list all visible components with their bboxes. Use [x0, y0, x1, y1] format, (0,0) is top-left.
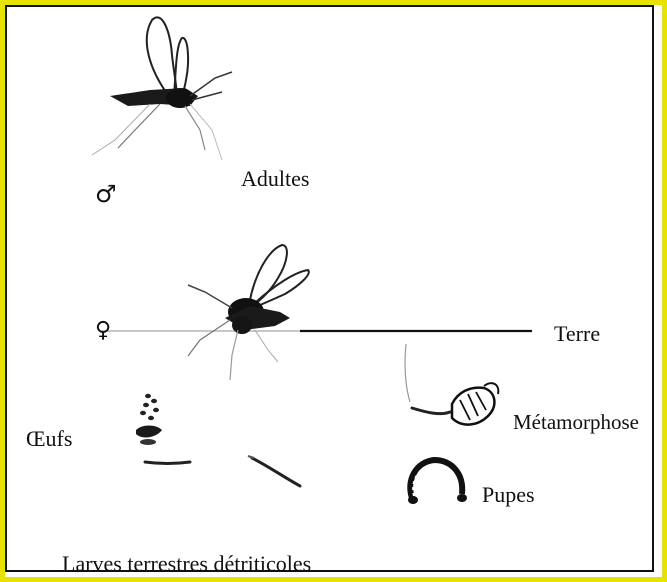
adults-label: Adultes — [241, 168, 309, 190]
larvae-icon — [145, 456, 300, 486]
eggs-cluster-icon — [136, 394, 162, 445]
larvae-label: Larves terrestres détriticoles — [62, 553, 311, 575]
female-symbol-icon: ♀ — [95, 320, 111, 342]
metamorphosis-icon — [405, 344, 498, 425]
metamorphosis-label: Métamorphose — [513, 412, 639, 433]
eggs-label: Œufs — [26, 428, 72, 450]
male-symbol-icon: ♂ — [95, 182, 117, 206]
pupae-label: Pupes — [482, 484, 535, 506]
ground-label: Terre — [554, 323, 600, 345]
male-adult-insect-icon — [92, 17, 232, 160]
female-adult-insect-icon — [188, 245, 309, 380]
pupa-icon — [408, 460, 467, 504]
